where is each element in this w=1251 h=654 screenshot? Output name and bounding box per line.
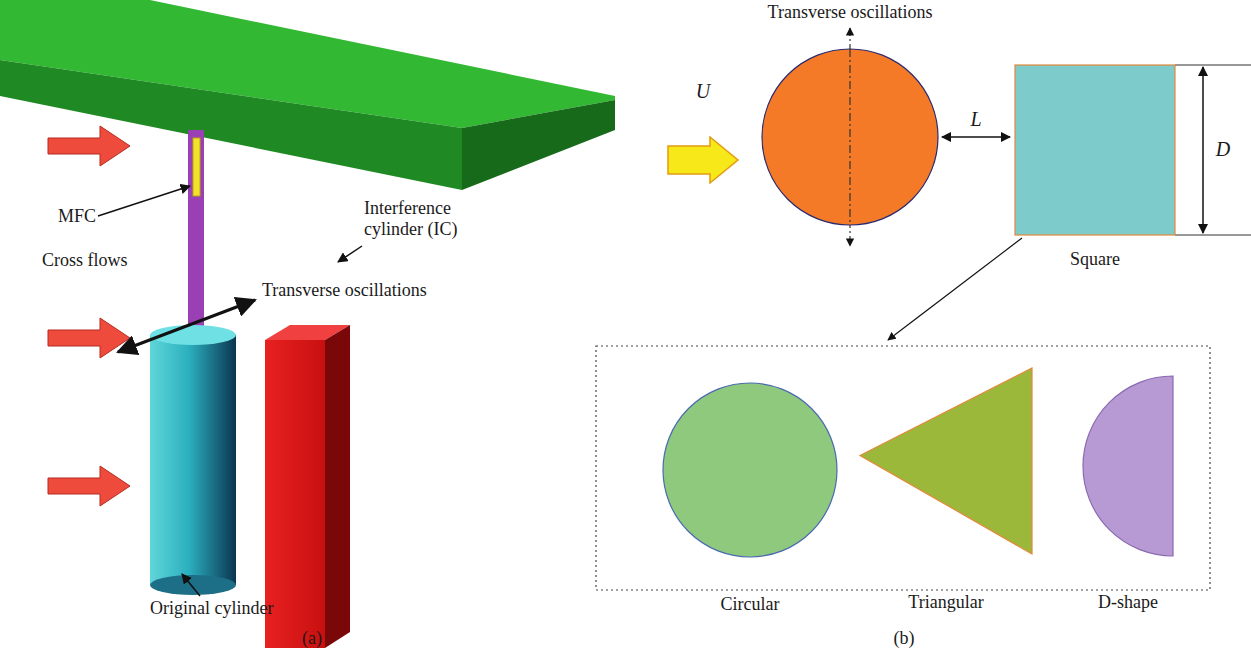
shape-fill [860, 368, 1032, 554]
oscillation-axis [849, 28, 850, 246]
circular-cylinder: Circular [662, 382, 838, 558]
flow-arrows [48, 126, 130, 506]
leader-line [182, 574, 200, 596]
shape-fill [1015, 65, 1175, 235]
panel-label: (a) [302, 628, 322, 649]
shape-fill [663, 383, 837, 557]
shape-name: D-shape [1098, 592, 1158, 613]
leader-line [888, 238, 1022, 340]
flow-label: Cross flows [42, 250, 128, 271]
d-shape-cylinder: D-shape [1083, 376, 1173, 556]
part-label: Interference cylinder (IC) [364, 198, 494, 239]
rod [188, 130, 204, 335]
motion-label: Transverse oscillations [768, 2, 933, 23]
beam [0, 0, 615, 190]
shape-fill [1083, 376, 1173, 556]
flow-arrow [668, 137, 738, 183]
shape-outline [1083, 376, 1173, 556]
motion-label: Transverse oscillations [262, 280, 427, 301]
mfc-patch [193, 138, 200, 196]
oscillation-arrow [118, 300, 255, 352]
shape-name: Square [1070, 249, 1120, 270]
panel-label: (b) [894, 628, 915, 649]
gap-symbol: L [970, 108, 981, 131]
leader-line [98, 186, 190, 216]
part-label: Original cylinder [150, 598, 273, 619]
shape-outline [662, 382, 838, 558]
square-cylinder: Square [1015, 65, 1175, 235]
gap-dimension [942, 136, 1010, 138]
extension-line [1175, 65, 1251, 66]
oscillation-axis [849, 49, 850, 225]
oscillating-cylinder [762, 49, 938, 225]
shape-name: Circular [721, 594, 780, 615]
original-cylinder [150, 325, 236, 595]
shape-name: Triangular [908, 592, 983, 613]
triangular-cylinder: Triangular [860, 368, 1032, 554]
interference-cylinder [265, 325, 350, 648]
size-symbol: D [1216, 138, 1230, 161]
part-label: MFC [58, 206, 96, 227]
extension-line [1175, 235, 1251, 236]
leader-line [338, 246, 362, 262]
shape-options-box [596, 346, 1210, 590]
size-dimension [1202, 67, 1204, 233]
velocity-symbol: U [696, 80, 710, 103]
shape-outline [860, 368, 1032, 554]
shape-outline [1015, 65, 1175, 235]
